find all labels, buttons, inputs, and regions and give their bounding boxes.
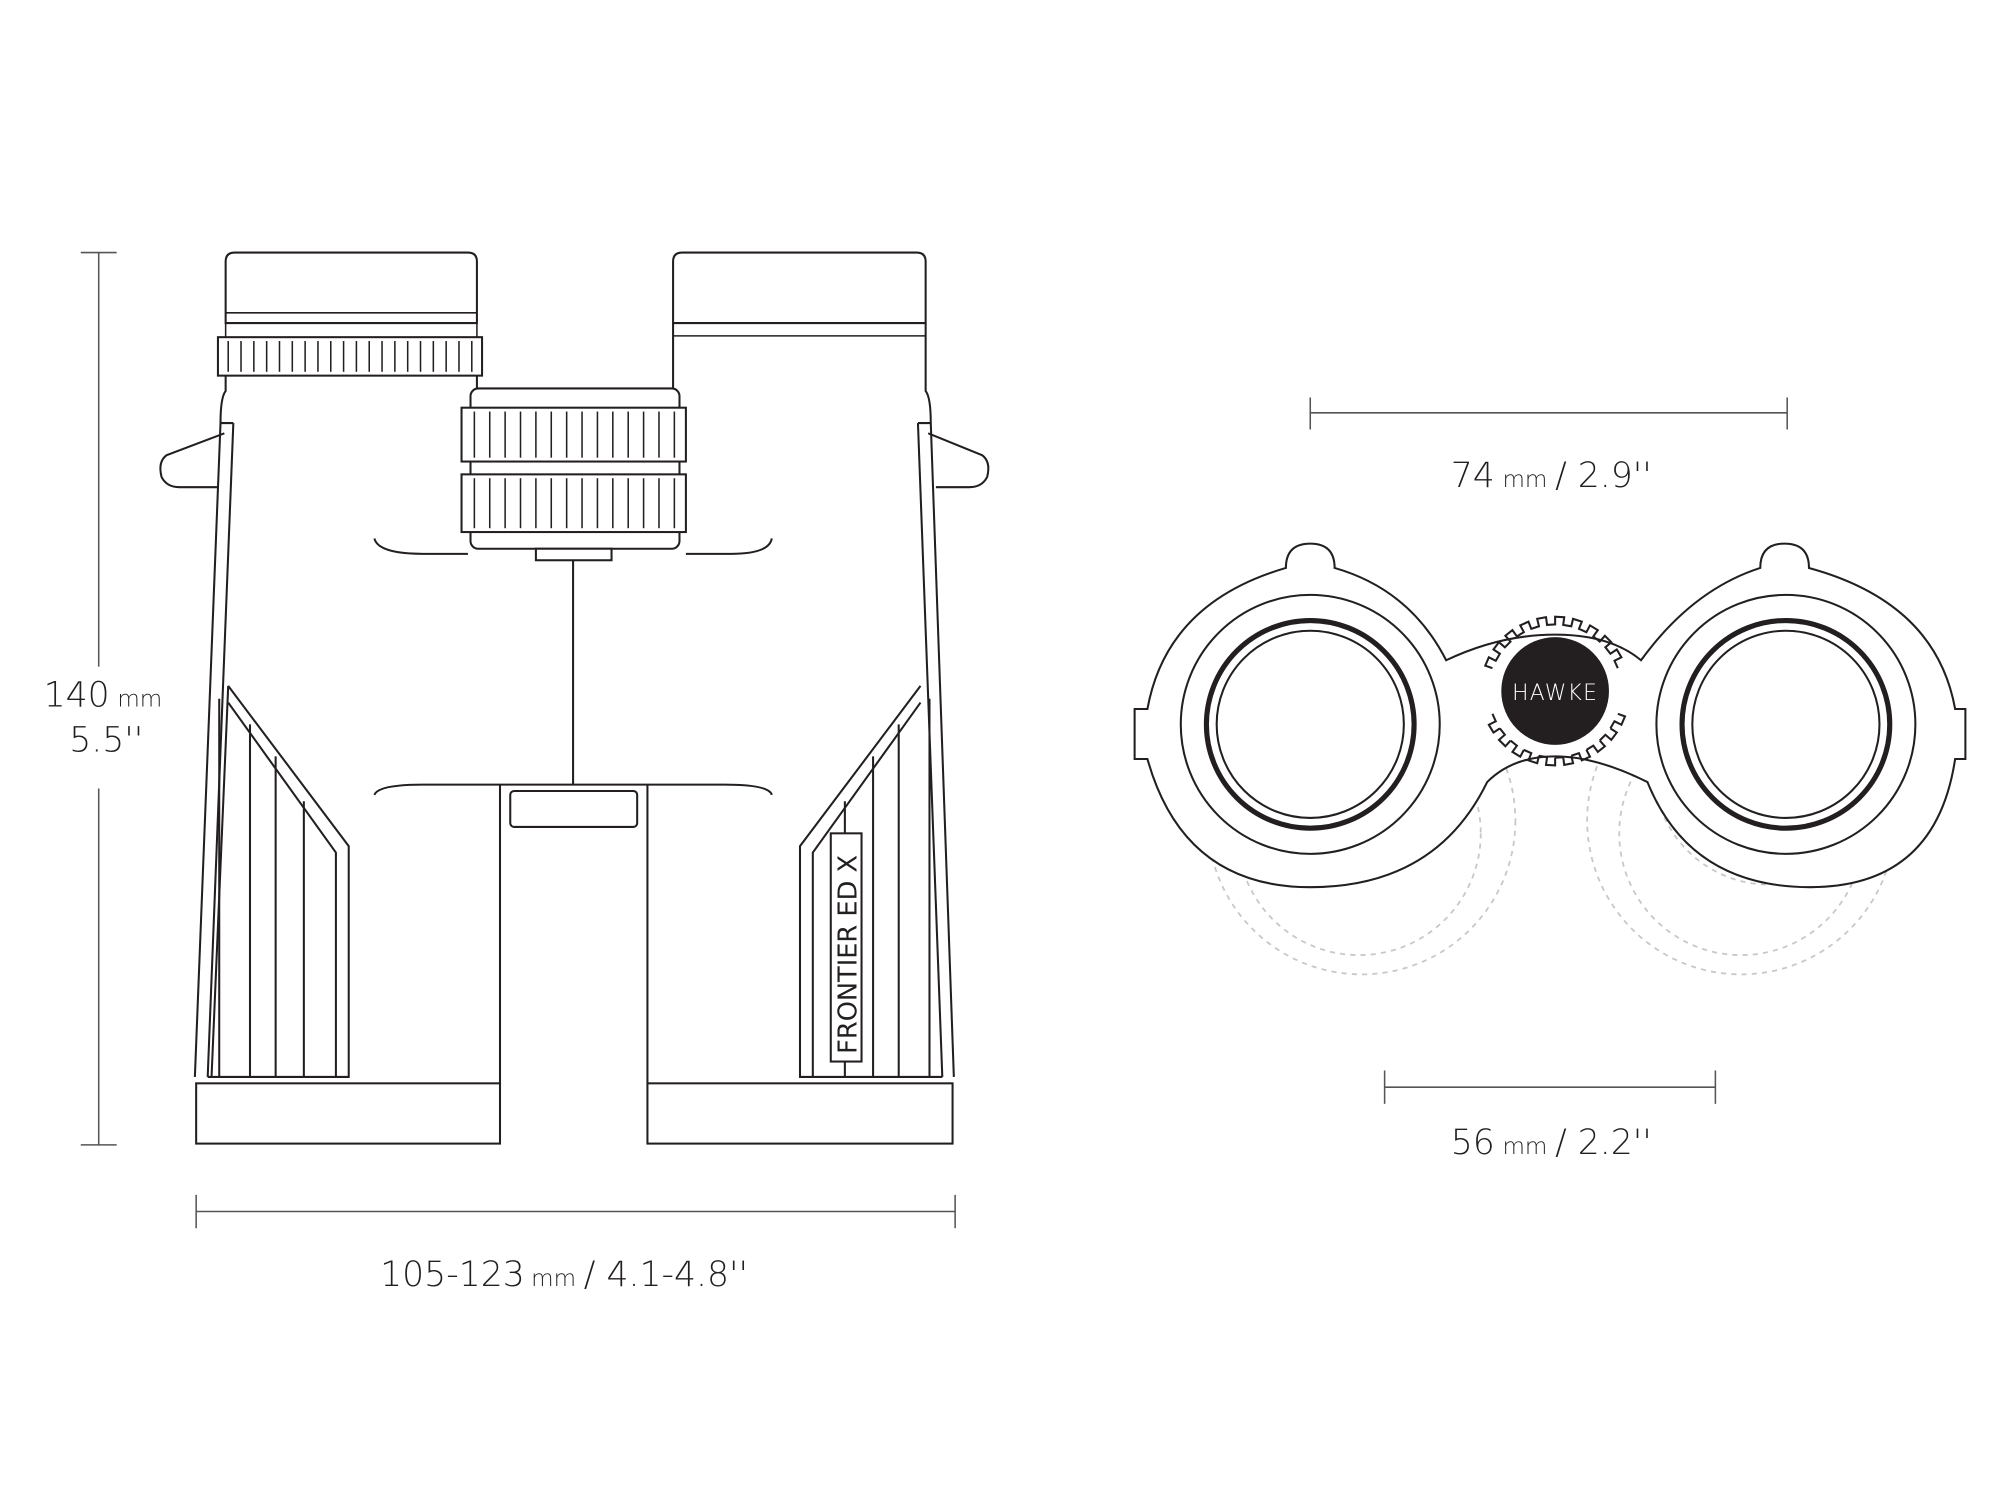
hawke-logo: HAWKE (1512, 681, 1598, 706)
model-label: FRONTIER ED X (833, 855, 863, 1054)
hawke-logo-badge (1501, 637, 1609, 745)
binocular-side-view: FRONTIER ED X (159, 251, 990, 1145)
binocular-front-view: HAWKE (1133, 542, 1967, 976)
focus-gear-outline (1483, 615, 1627, 767)
height-inch: 5.5'' (69, 720, 143, 760)
